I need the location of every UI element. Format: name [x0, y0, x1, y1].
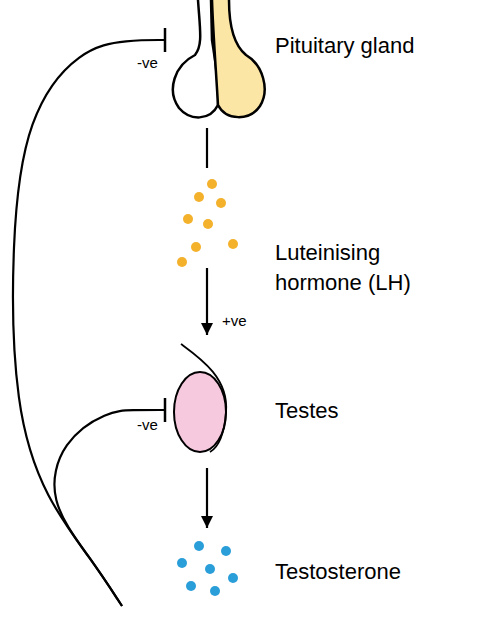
edge-label: +ve [222, 312, 247, 330]
testis-shape [174, 372, 226, 452]
connector [206, 128, 208, 168]
hormone-dot [194, 541, 204, 551]
diagram-node: Testosterone [115, 528, 495, 606]
hormone-dot [203, 219, 213, 229]
hormone-dot [228, 239, 238, 249]
hormone-dot [221, 546, 231, 556]
diagram-node: Luteinising hormone (LH) [165, 168, 495, 268]
pituitary-illustration [173, 0, 265, 117]
node-label: Pituitary gland [275, 31, 485, 61]
connector [206, 468, 208, 528]
pituitary-lobe [173, 0, 218, 117]
hormone-dot [191, 242, 201, 252]
hormone-dot [186, 581, 196, 591]
hormone-dot [205, 564, 215, 574]
diagram-node: Testes [165, 335, 495, 468]
hormone-dot [177, 257, 187, 267]
edge-label: -ve [137, 54, 158, 72]
hormone-dot [228, 573, 238, 583]
pituitary-lobe [212, 0, 265, 117]
testosterone-molecules [177, 541, 238, 596]
hormone-dot [216, 198, 226, 208]
node-label: Testes [275, 396, 485, 426]
diagram-node: Pituitary gland [165, 0, 495, 128]
hormone-dot [207, 179, 217, 189]
hormone-dot [194, 192, 204, 202]
hormone-dot [183, 214, 193, 224]
lh-molecules [177, 179, 238, 267]
edge-label: -ve [137, 416, 158, 434]
epididymis-line [181, 344, 226, 452]
connector [206, 268, 208, 335]
testis-illustration [174, 344, 226, 452]
connector [54, 410, 165, 606]
node-label: Testosterone [275, 557, 485, 587]
node-label: Luteinising hormone (LH) [275, 238, 445, 298]
hormone-dot [177, 558, 187, 568]
hormone-dot [210, 586, 220, 596]
connector [13, 40, 165, 606]
